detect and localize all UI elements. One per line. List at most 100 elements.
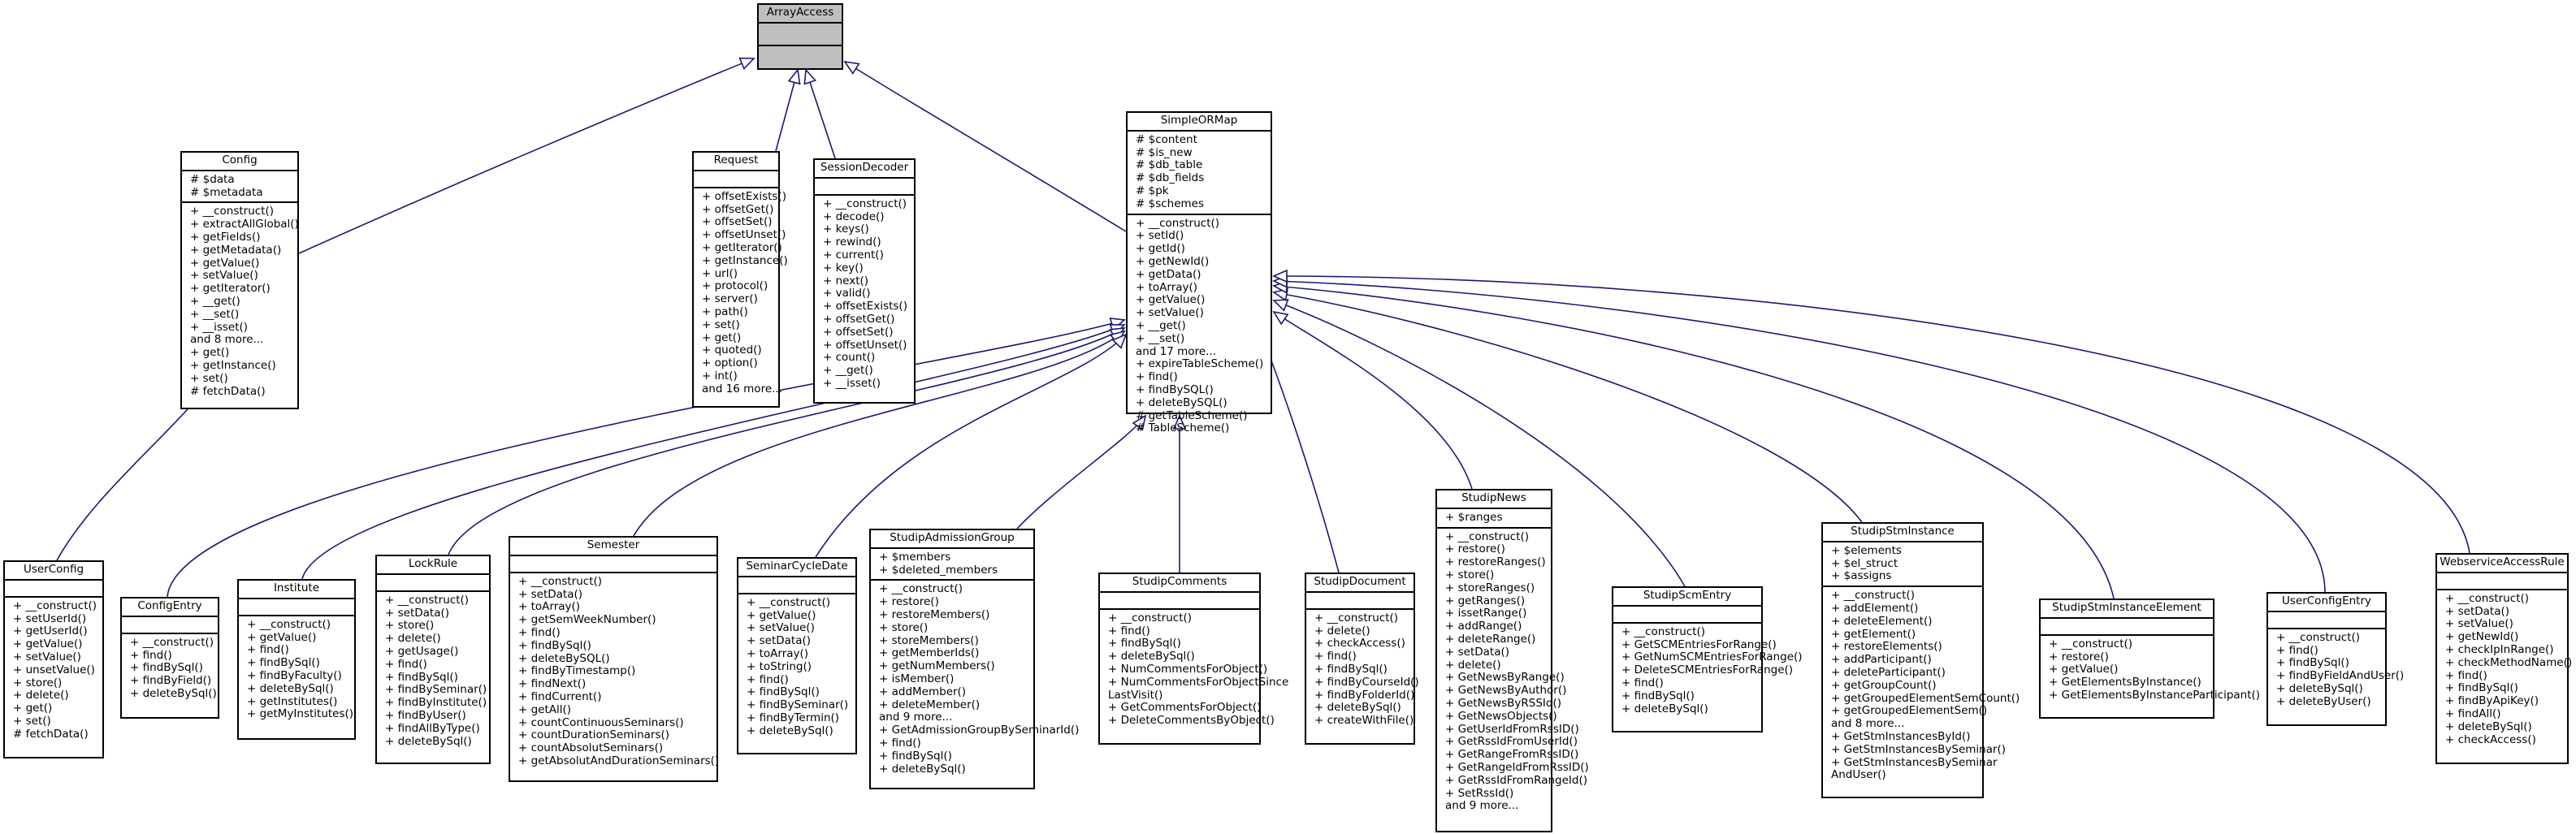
method: + addElement() — [1831, 601, 1919, 615]
method: + findCurrent() — [518, 689, 602, 703]
attributes-section — [2041, 619, 2213, 636]
edge-request-to-array-access — [775, 69, 799, 152]
method: + find() — [247, 643, 289, 657]
method: + findBySql() — [130, 661, 203, 675]
class-name: Request — [694, 153, 778, 171]
attributes-section — [2268, 612, 2385, 629]
method: and 8 more... — [1831, 717, 1905, 731]
inheritance-arrowhead — [1172, 414, 1187, 430]
method: + __isset() — [190, 320, 249, 334]
method: + set() — [13, 714, 51, 728]
class-box-studip-stm-instance-element[interactable]: StudipStmInstanceElement+ __construct()+… — [2039, 598, 2260, 719]
method: + checkAccess() — [2445, 732, 2536, 746]
method: + getGroupCount() — [1831, 678, 1937, 692]
inheritance-arrowhead — [738, 57, 755, 71]
method: + GetNewsByRange() — [1445, 671, 1565, 685]
method: + offsetSet() — [823, 325, 894, 339]
attribute: # $data — [190, 172, 235, 186]
method: + deleteBySql() — [879, 762, 966, 776]
method: + set() — [190, 371, 228, 385]
method: # TableScheme() — [1136, 421, 1230, 435]
edge-simple-ormap-to-array-access — [844, 61, 1127, 232]
method: + GetStmInstancesById() — [1831, 729, 1971, 743]
method: + issetRange() — [1445, 607, 1527, 620]
method: + get() — [702, 331, 742, 344]
class-box-simple-ormap[interactable]: SimpleORMap# $content# $is_new# $db_tabl… — [1126, 111, 1272, 434]
method: + keys() — [823, 223, 869, 236]
method: + getMyInstitutes() — [247, 707, 354, 721]
method: + NumCommentsForObjectSince — [1108, 675, 1289, 689]
method: and 9 more... — [1445, 799, 1519, 813]
method: + deleteMember() — [879, 698, 981, 711]
method: + GetRangeIdFromRssID() — [1445, 760, 1589, 774]
method: + getRanges() — [1445, 594, 1526, 607]
method: + getGroupedElementSemCount() — [1831, 691, 2020, 705]
method: + deleteRange() — [1445, 632, 1536, 646]
class-box-studip-stm-instance[interactable]: StudipStmInstance+ $elements+ $el_struct… — [1821, 522, 2020, 798]
method: + __construct() — [823, 197, 907, 210]
method: + getAbsolutAndDurationSeminars() — [518, 754, 720, 767]
class-box-studip-news[interactable]: StudipNews+ $ranges+ __construct()+ rest… — [1435, 489, 1589, 832]
method: + find() — [385, 657, 427, 671]
methods-section — [759, 46, 842, 67]
method: + findByTermin() — [747, 711, 840, 724]
class-box-studip-document[interactable]: StudipDocument+ __construct()+ delete()+… — [1305, 573, 1419, 745]
method: + server() — [702, 292, 758, 306]
method: + GetUserIdFromRssID() — [1445, 722, 1579, 736]
method: + __construct() — [1136, 216, 1220, 230]
method: + DeleteCommentsByObject() — [1108, 714, 1275, 728]
method: + addRange() — [1445, 620, 1522, 633]
method: + findBySeminar() — [385, 683, 487, 697]
attributes-section — [738, 577, 855, 594]
method: + deleteByUser() — [2276, 694, 2371, 708]
method: + setValue() — [13, 650, 81, 663]
method: + find() — [879, 736, 921, 750]
method: + __construct() — [1621, 624, 1706, 638]
class-box-config[interactable]: Config# $data# $metadata+ __construct()+… — [180, 151, 299, 409]
class-box-institute[interactable]: Institute+ __construct()+ getValue()+ fi… — [237, 579, 356, 740]
attributes-section — [1100, 593, 1259, 610]
methods-section: + offsetExists()+ offsetGet()+ offsetSet… — [694, 188, 788, 399]
method: + getMetadata() — [190, 243, 282, 257]
method: + find() — [2445, 668, 2487, 682]
method: + checkMethodName() — [2445, 655, 2573, 669]
method: + getValue() — [190, 256, 260, 270]
class-box-user-config[interactable]: UserConfig+ __construct()+ setUserId()+ … — [3, 560, 104, 758]
class-box-config-entry[interactable]: ConfigEntry+ __construct()+ find()+ find… — [120, 597, 219, 719]
method: + __set() — [190, 307, 240, 321]
method: + findBySql() — [518, 638, 591, 652]
class-name: ConfigEntry — [122, 598, 218, 617]
method: + __set() — [1136, 331, 1185, 345]
class-box-semester[interactable]: Semester+ __construct()+ setData()+ toAr… — [509, 536, 720, 782]
class-box-seminar-cycle-date[interactable]: SeminarCycleDate+ __construct()+ getValu… — [737, 557, 857, 754]
method: + restoreMembers() — [879, 607, 990, 621]
method: + findByInstitute() — [385, 696, 487, 710]
edge-semester-to-simple-ormap — [633, 331, 1125, 537]
class-box-user-config-entry[interactable]: UserConfigEntry+ __construct()+ find()+ … — [2266, 592, 2404, 726]
edge-webservice-access-rule-to-simple-ormap — [1273, 275, 2470, 554]
method: + deleteBySql() — [130, 686, 217, 700]
method: + find() — [1136, 370, 1178, 384]
class-box-studip-comments[interactable]: StudipComments+ __construct()+ find()+ f… — [1098, 573, 1289, 745]
method: + setData() — [518, 587, 583, 601]
method: + option() — [702, 357, 758, 370]
method: + __get() — [1136, 318, 1186, 332]
class-box-request[interactable]: Request + offsetExists()+ offsetGet()+ of… — [692, 151, 788, 408]
class-box-studip-admission-group[interactable]: StudipAdmissionGroup+ $members+ $deleted… — [869, 529, 1079, 789]
method: AndUser() — [1831, 768, 1886, 782]
class-box-webservice-access-rule[interactable]: WebserviceAccessRule+ __construct()+ set… — [2435, 553, 2573, 764]
method: + setId() — [1136, 229, 1184, 243]
class-box-studip-scm-entry[interactable]: StudipScmEntry+ __construct()+ GetSCMEnt… — [1612, 586, 1803, 732]
attribute: + $members — [879, 550, 951, 564]
class-box-lock-rule[interactable]: LockRule+ __construct()+ setData()+ stor… — [375, 555, 491, 764]
method: + set() — [702, 318, 740, 331]
class-name: WebserviceAccessRule — [2437, 555, 2567, 573]
class-box-array-access[interactable]: ArrayAccess — [757, 3, 843, 70]
class-box-session-decoder[interactable]: SessionDecoder+ __construct()+ decode()+… — [813, 158, 916, 404]
method: + restoreElements() — [1831, 640, 1942, 654]
inheritance-arrowhead — [803, 68, 817, 85]
method: + GetStmInstancesBySeminar() — [1831, 742, 2007, 756]
attributes-section — [122, 617, 218, 634]
method: + findBySql() — [879, 749, 952, 763]
method: and 8 more... — [190, 333, 264, 347]
